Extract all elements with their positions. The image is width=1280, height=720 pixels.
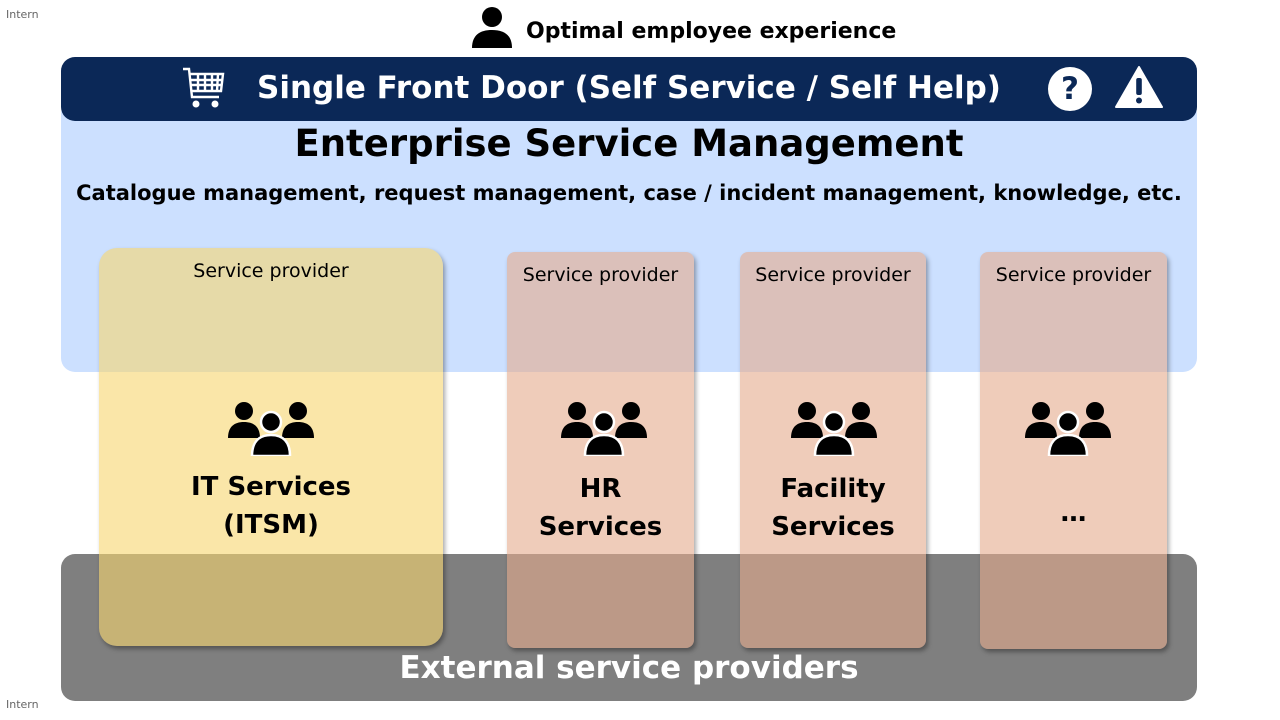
watermark-top: Intern (6, 8, 39, 21)
warning-icon (1115, 66, 1163, 108)
person-icon (472, 7, 512, 48)
provider-facility-services: Service provider Facility Services (740, 252, 926, 648)
provider-name: HR Services (507, 470, 694, 546)
provider-name-line2: Services (771, 512, 895, 542)
provider-name: Facility Services (740, 470, 926, 546)
provider-name-line1: … (1060, 498, 1087, 528)
provider-label: Service provider (995, 264, 1152, 286)
provider-name: … (980, 494, 1167, 532)
provider-name-line1: Facility (780, 474, 886, 504)
group-icon (1025, 400, 1111, 456)
top-persona: Optimal employee experience (470, 5, 896, 49)
esm-title: Enterprise Service Management (294, 122, 964, 165)
shopping-cart-icon (183, 67, 225, 108)
provider-name-line1: HR (579, 474, 622, 504)
group-icon (561, 400, 647, 456)
watermark-bottom: Intern (6, 698, 39, 711)
group-icon (791, 400, 877, 456)
front-door-title: Single Front Door (Self Service / Self H… (257, 70, 1001, 106)
group-icon (228, 400, 314, 456)
provider-name: IT Services (ITSM) (99, 468, 443, 544)
provider-label: Service provider (755, 264, 911, 286)
provider-it-services: Service provider IT Services (ITSM) (99, 248, 443, 646)
provider-other: Service provider … (980, 252, 1167, 649)
external-title: External service providers (399, 650, 859, 686)
top-title: Optimal employee experience (526, 19, 897, 44)
provider-label: Service provider (193, 260, 349, 282)
provider-name-line2: Services (538, 512, 663, 542)
provider-label: Service provider (522, 264, 679, 286)
provider-hr-services: Service provider HR Services (507, 252, 694, 648)
esm-subtitle: Catalogue management, request management… (76, 181, 1182, 205)
provider-name-line2: (ITSM) (223, 510, 319, 540)
help-icon: ? (1048, 67, 1092, 111)
front-door-bar: Single Front Door (Self Service / Self H… (61, 57, 1197, 121)
provider-name-line1: IT Services (190, 472, 352, 502)
